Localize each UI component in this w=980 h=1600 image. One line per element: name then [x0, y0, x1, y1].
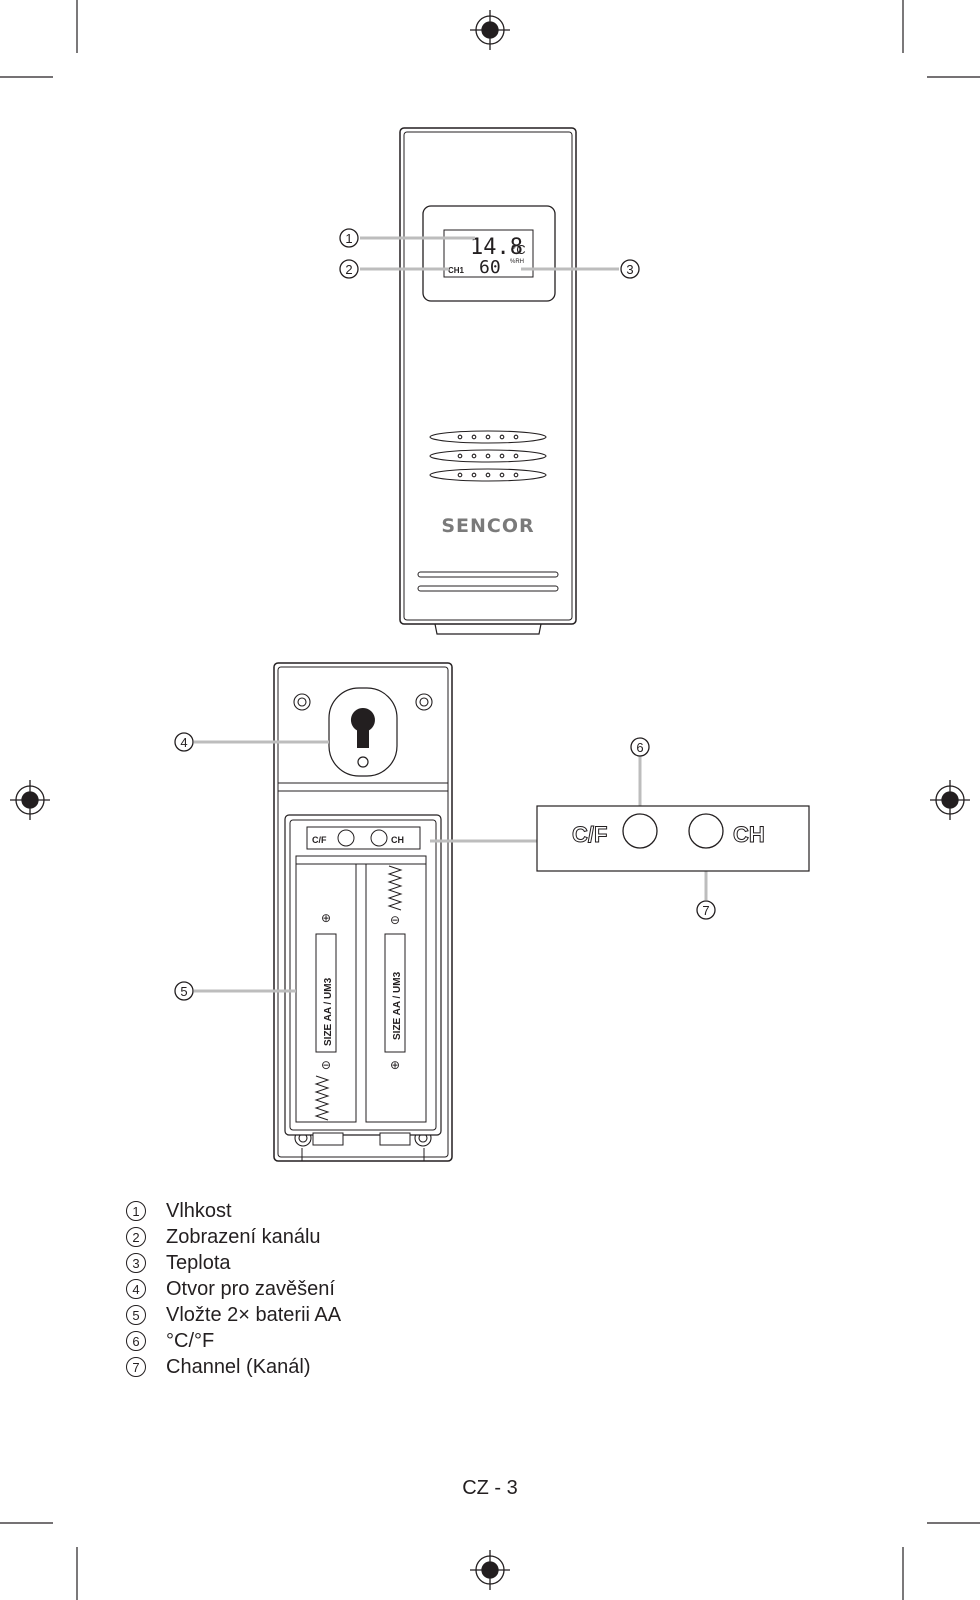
- legend-number: 7: [126, 1357, 146, 1377]
- legend-item: 1 Vlhkost: [126, 1198, 341, 1224]
- svg-text:3: 3: [626, 262, 633, 277]
- legend-number: 4: [126, 1279, 146, 1299]
- legend-list: 1 Vlhkost 2 Zobrazení kanálu 3 Teplota 4 Otv…: [126, 1198, 341, 1380]
- lcd-channel: CH1: [448, 266, 465, 275]
- sensor-back-view: C/F CH ⊕ ⊖ ⊖ ⊕ SIZE AA / UM3 SIZE AA / U…: [174, 662, 708, 1162]
- registration-mark-top: [470, 10, 510, 50]
- legend-item: 4 Otvor pro zavěšení: [126, 1276, 341, 1302]
- legend-number: 1: [126, 1201, 146, 1221]
- svg-text:2: 2: [345, 262, 352, 277]
- springs: [314, 865, 403, 1121]
- callout-7: 7: [696, 900, 716, 920]
- button-detail: C/F CH 6 7: [536, 737, 810, 920]
- mini-ch-label: CH: [391, 835, 404, 845]
- page-number: CZ - 3: [462, 1477, 518, 1499]
- callout-2: 2: [339, 259, 359, 279]
- callout-5: 5: [174, 981, 194, 1001]
- registration-mark-left: [10, 780, 50, 820]
- svg-text:5: 5: [180, 984, 187, 999]
- legend-item: 5 Vložte 2× baterii AA: [126, 1302, 341, 1328]
- legend-text: Teplota: [166, 1252, 231, 1274]
- lcd-temp-unit: °C: [511, 242, 526, 257]
- svg-text:⊖: ⊖: [321, 1058, 331, 1072]
- legend-number: 3: [126, 1253, 146, 1273]
- battery-size-label-1: SIZE AA / UM3: [323, 977, 334, 1046]
- legend-text: Channel (Kanál): [166, 1356, 311, 1378]
- battery-polarity: ⊕ ⊖ ⊖ ⊕: [321, 911, 400, 1072]
- ch-button: [688, 813, 724, 849]
- registration-mark-bottom: [470, 1550, 510, 1590]
- lcd-temperature: 14.8: [470, 235, 523, 260]
- legend-item: 6 °C/°F: [126, 1328, 341, 1354]
- legend-item: 2 Zobrazení kanálu: [126, 1224, 341, 1250]
- brand-logo: SENCOR: [441, 515, 534, 537]
- svg-text:⊖: ⊖: [390, 913, 400, 927]
- sensor-front-view: 14.8 °C CH1 60 %RH SENCOR 1: [339, 127, 640, 635]
- legend-item: 7 Channel (Kanál): [126, 1354, 341, 1380]
- cf-button: [622, 813, 658, 849]
- svg-text:1: 1: [345, 231, 352, 246]
- svg-text:6: 6: [636, 740, 643, 755]
- callout-4: 4: [174, 732, 194, 752]
- legend-text: Zobrazení kanálu: [166, 1226, 321, 1248]
- lcd-humidity-unit: %RH: [510, 259, 524, 265]
- svg-text:⊕: ⊕: [321, 911, 331, 925]
- legend-text: °C/°F: [166, 1330, 215, 1352]
- legend-text: Vlhkost: [166, 1200, 232, 1222]
- legend-number: 2: [126, 1227, 146, 1247]
- legend-number: 6: [126, 1331, 146, 1351]
- ch-label: CH: [733, 822, 765, 847]
- svg-text:7: 7: [702, 903, 709, 918]
- legend-text: Otvor pro zavěšení: [166, 1278, 335, 1300]
- legend-text: Vložte 2× baterii AA: [166, 1304, 342, 1326]
- callout-3: 3: [620, 259, 640, 279]
- cf-label: C/F: [572, 822, 607, 847]
- registration-mark-right: [930, 780, 970, 820]
- svg-text:4: 4: [180, 735, 187, 750]
- mini-cf-label: C/F: [312, 835, 327, 845]
- hanging-hole: [328, 687, 398, 777]
- svg-text:⊕: ⊕: [390, 1058, 400, 1072]
- lcd-humidity: 60: [479, 257, 501, 278]
- battery-size-label-2: SIZE AA / UM3: [392, 971, 403, 1040]
- ventilation-slots: [429, 430, 547, 482]
- callout-6: 6: [630, 737, 650, 757]
- legend-number: 5: [126, 1305, 146, 1325]
- callout-1: 1: [339, 228, 359, 248]
- legend-item: 3 Teplota: [126, 1250, 341, 1276]
